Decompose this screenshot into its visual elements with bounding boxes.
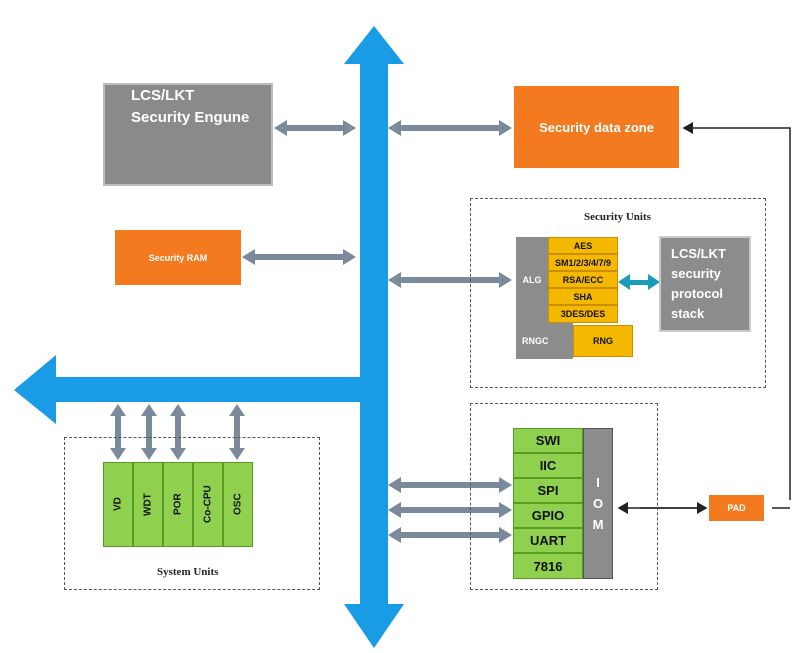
io-gpio-label: GPIO: [531, 508, 565, 523]
sys-unit-co-cpu-label: Co-CPU: [202, 485, 214, 524]
vertical-bus-arrow: [344, 26, 404, 648]
iom-block: I O M: [583, 428, 613, 579]
algo-rsa-ecc: RSA/ECC: [548, 271, 618, 288]
gray-double-arrows: [242, 120, 512, 543]
pad-box: PAD: [709, 495, 764, 521]
security-data-zone-label: Security data zone: [539, 119, 654, 135]
algo-aes-label: AES: [573, 240, 593, 251]
sys-unit-osc-label: OSC: [232, 493, 244, 516]
algo-sm: SM1/2/3/4/7/9: [548, 254, 618, 271]
algo-3des-label: 3DES/DES: [560, 309, 606, 319]
sys-unit-vd-label: VD: [112, 497, 124, 512]
security-engine-box: LCS/LKT Security Engune: [103, 83, 273, 186]
sys-unit-por-label: POR: [172, 493, 184, 516]
io-spi: SPI: [513, 478, 583, 503]
security-units-title: Security Units: [584, 211, 651, 223]
rng-block: RNG: [573, 325, 633, 357]
protocol-stack-line3: protocol: [671, 286, 723, 301]
io-iic: IIC: [513, 453, 583, 478]
security-engine-line1: LCS/LKT: [131, 87, 195, 104]
rngc-label: RNGC: [522, 336, 549, 346]
horizontal-bus-arrow: [14, 355, 374, 424]
alg-label: ALG: [522, 275, 542, 285]
security-data-zone: Security data zone: [514, 86, 679, 168]
protocol-stack-box: LCS/LKT security protocol stack: [659, 236, 751, 332]
algo-aes: AES: [548, 237, 618, 254]
rng-label: RNG: [593, 336, 613, 346]
protocol-stack-line2: security: [671, 266, 721, 281]
io-uart-label: UART: [529, 533, 567, 548]
io-7816: 7816: [513, 553, 583, 579]
io-spi-label: SPI: [537, 483, 559, 498]
system-units-title: System Units: [157, 566, 219, 578]
security-engine-line2: Security Engune: [131, 109, 250, 126]
pad-connector-lines: [617, 122, 791, 514]
io-iic-label: IIC: [539, 458, 557, 473]
algo-sm-label: SM1/2/3/4/7/9: [554, 257, 612, 268]
sys-unit-osc: OSC: [223, 462, 253, 547]
iom-letter-m: M: [592, 517, 604, 532]
sys-unit-vd: VD: [103, 462, 133, 547]
protocol-stack-line4: stack: [671, 306, 705, 321]
iom-letter-o: O: [592, 496, 604, 511]
algo-3des: 3DES/DES: [548, 305, 618, 323]
protocol-stack-line1: LCS/LKT: [671, 246, 726, 261]
algo-sha: SHA: [548, 288, 618, 305]
sys-unit-por: POR: [163, 462, 193, 547]
security-ram-label: Security RAM: [148, 252, 208, 263]
io-swi-label: SWI: [535, 433, 561, 448]
system-units-group: [64, 437, 320, 590]
io-units-group: [470, 403, 658, 590]
io-uart: UART: [513, 528, 583, 553]
iom-letter-i: I: [596, 475, 600, 490]
security-units-group: [470, 198, 766, 388]
sys-unit-wdt: WDT: [133, 462, 163, 547]
io-gpio: GPIO: [513, 503, 583, 528]
algo-sha-label: SHA: [573, 291, 593, 302]
algo-rsa-ecc-label: RSA/ECC: [562, 274, 604, 285]
sys-unit-wdt-label: WDT: [142, 493, 154, 516]
io-7816-label: 7816: [533, 558, 563, 574]
security-ram: Security RAM: [115, 230, 241, 285]
io-swi: SWI: [513, 428, 583, 453]
alg-protocol-arrow: [618, 274, 660, 290]
rngc-block: RNGC: [516, 323, 573, 359]
system-unit-arrows: [110, 404, 245, 460]
sys-unit-co-cpu: Co-CPU: [193, 462, 223, 547]
alg-block: ALG: [516, 237, 548, 323]
pad-label: PAD: [727, 503, 746, 513]
